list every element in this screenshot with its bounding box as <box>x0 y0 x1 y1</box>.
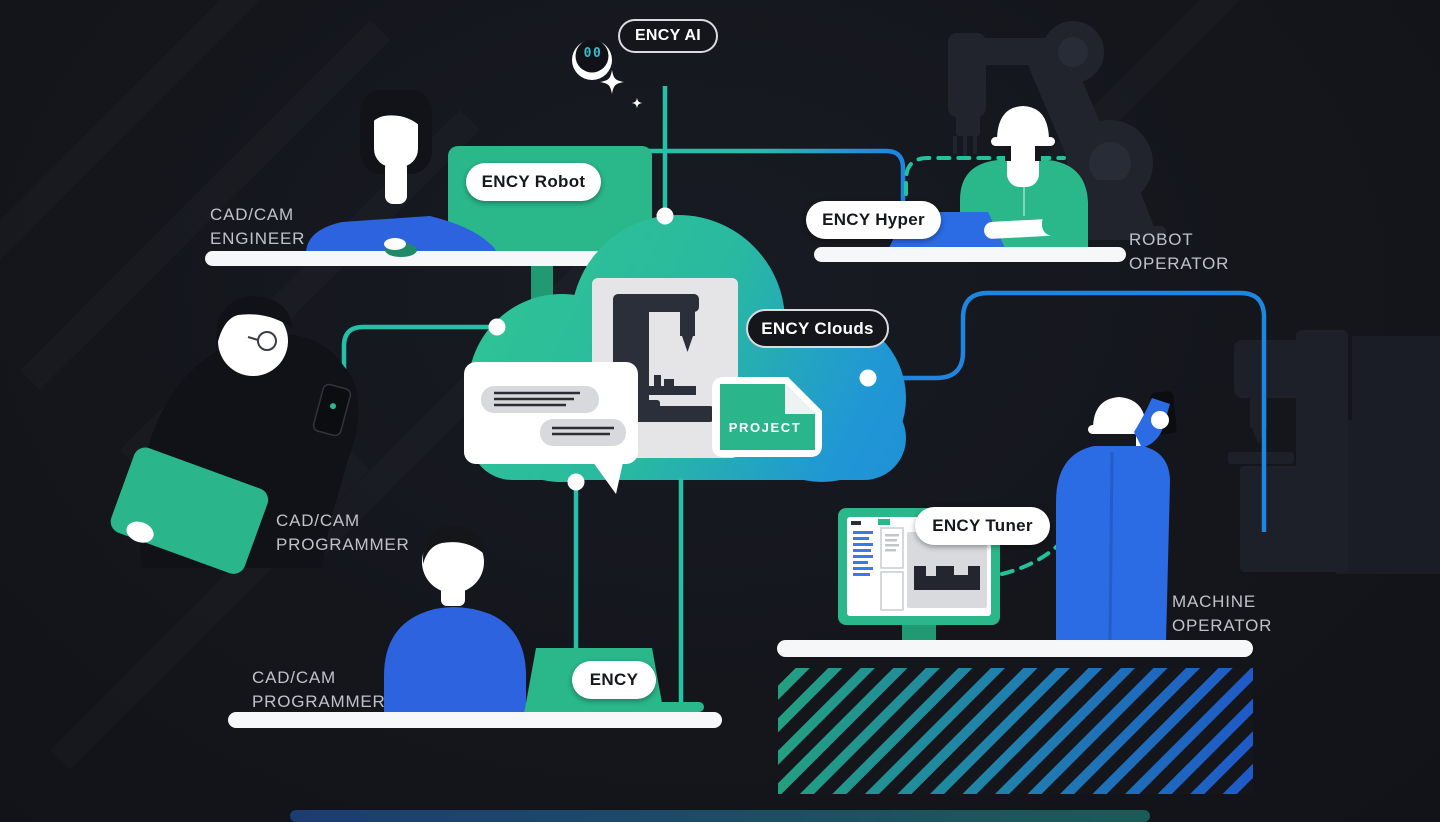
pill-ency-hyper[interactable]: ENCY Hyper <box>806 201 941 239</box>
mouse-pad <box>654 702 704 712</box>
sparkle-icon-small <box>631 97 643 109</box>
project-document-label: PROJECT <box>728 420 802 435</box>
green-folder <box>110 447 269 574</box>
label-machine-operator: MACHINE OPERATOR <box>1172 592 1273 636</box>
programmer-head <box>218 306 288 376</box>
pill-ency-clouds[interactable]: ENCY Clouds <box>746 309 889 348</box>
hand <box>126 521 154 543</box>
label-cadcam-programmer-bottom: CAD/CAM PROGRAMMER <box>252 668 386 712</box>
junction-dots <box>488 207 877 491</box>
ai-robot-eyes: 00 <box>583 46 603 61</box>
woman-hand <box>384 238 406 250</box>
programmer-torso <box>384 607 526 722</box>
chat-bubble <box>464 362 638 494</box>
illustration-cadcam-programmer-left <box>110 296 359 574</box>
illustration-robot-operator <box>814 106 1126 262</box>
operator-face <box>1007 141 1039 187</box>
hard-hat <box>997 106 1049 141</box>
programmer-head <box>422 531 484 593</box>
ai-robot-head-icon <box>572 39 643 109</box>
woman-torso <box>306 216 497 254</box>
pill-ency[interactable]: ENCY <box>572 661 656 699</box>
pill-ency-ai[interactable]: ENCY AI <box>618 19 718 53</box>
pill-ency-robot[interactable]: ENCY Robot <box>466 163 601 201</box>
hard-hat <box>1093 397 1146 429</box>
robot-arm-silhouette <box>948 21 1166 240</box>
connector-machine-right <box>868 290 1267 532</box>
connectors-lower <box>573 478 684 702</box>
connector-hyper-dashed <box>904 156 1066 216</box>
label-cadcam-programmer-left: CAD/CAM PROGRAMMER <box>276 511 410 555</box>
machine-silhouette <box>1228 330 1440 574</box>
sparkle-icon <box>600 70 624 94</box>
desk <box>777 640 1253 657</box>
pill-ency-tuner[interactable]: ENCY Tuner <box>915 507 1050 545</box>
woman-face <box>374 103 418 167</box>
label-cadcam-engineer: CAD/CAM ENGINEER <box>210 205 306 249</box>
project-document <box>712 377 822 457</box>
desk <box>814 247 1126 262</box>
label-robot-operator: ROBOT OPERATOR <box>1129 230 1230 274</box>
desk <box>228 712 722 728</box>
operator-hand <box>1151 411 1169 429</box>
bottom-glow <box>290 810 1150 822</box>
operator-shirt <box>1056 446 1170 642</box>
connector-programmer-left <box>341 324 494 392</box>
phone <box>312 383 352 437</box>
